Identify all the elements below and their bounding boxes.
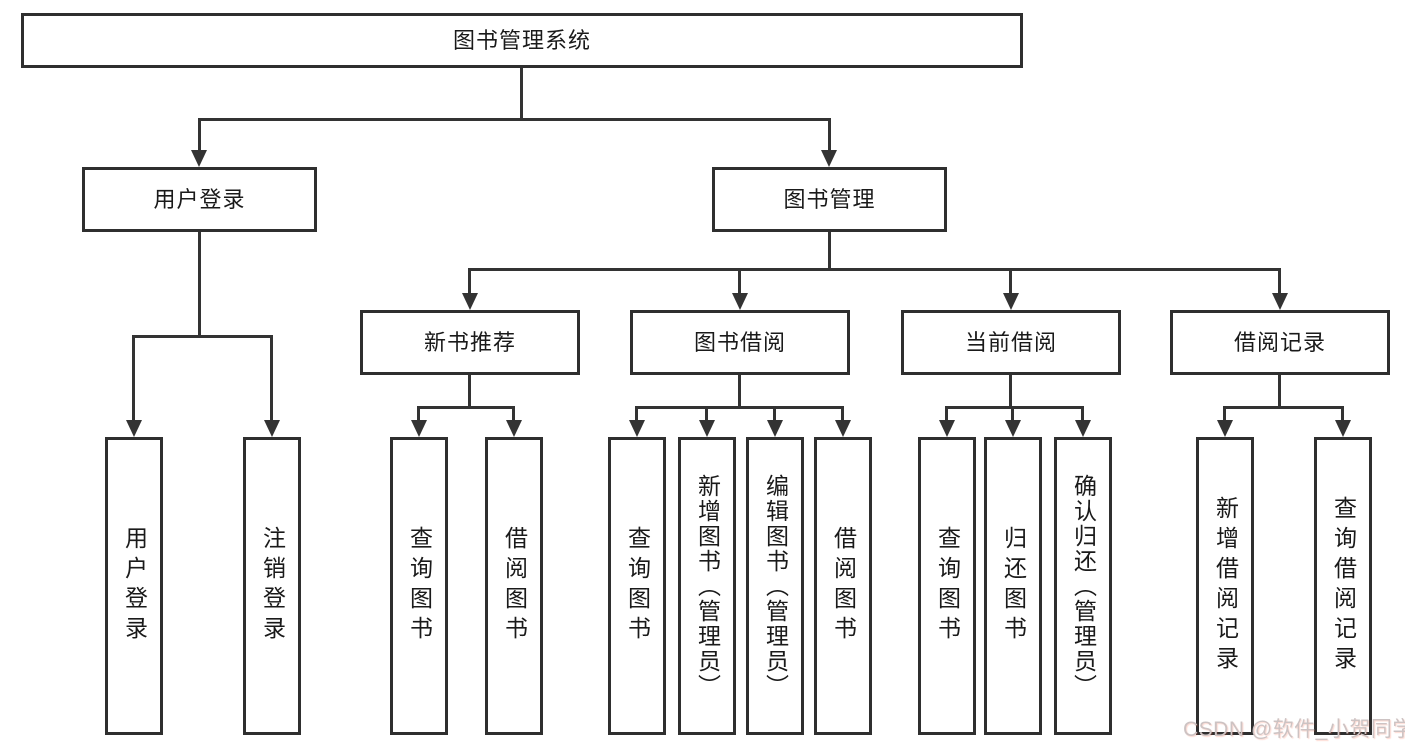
connector-line xyxy=(738,375,741,406)
arrow-down-icon xyxy=(411,420,427,437)
node-book-management: 图书管理 xyxy=(712,167,947,232)
node-borrow-books-borrowing: 借阅图书 xyxy=(814,437,872,735)
connector-line xyxy=(132,335,273,338)
node-label: 图书管理 xyxy=(783,186,876,212)
connector-line xyxy=(1009,268,1012,293)
connector-line xyxy=(1009,375,1012,406)
connector-line xyxy=(198,118,201,151)
arrow-down-icon xyxy=(732,293,748,310)
connector-line xyxy=(1341,406,1344,420)
arrow-down-icon xyxy=(835,420,851,437)
arrow-down-icon xyxy=(767,420,783,437)
connector-line xyxy=(1011,406,1014,420)
node-edit-book-admin: 编辑图书（管理员） xyxy=(746,437,804,735)
connector-line xyxy=(468,375,471,406)
connector-line xyxy=(1278,375,1281,406)
node-query-borrow-record: 查询借阅记录 xyxy=(1314,437,1372,735)
arrow-down-icon xyxy=(506,420,522,437)
connector-line xyxy=(1081,406,1084,420)
node-label: 查询图书 xyxy=(934,526,961,646)
connector-line xyxy=(705,406,708,420)
node-label: 图书管理系统 xyxy=(452,27,591,53)
node-book-management-system: 图书管理系统 xyxy=(21,13,1023,68)
node-label: 查询图书 xyxy=(624,526,651,646)
connector-line xyxy=(520,68,523,118)
node-new-book-recommend: 新书推荐 xyxy=(360,310,580,375)
node-label: 用户登录 xyxy=(121,526,148,646)
connector-line xyxy=(945,406,1084,409)
arrow-down-icon xyxy=(191,150,207,167)
node-label: 借阅图书 xyxy=(501,526,528,646)
connector-line xyxy=(512,406,515,420)
node-query-books-borrowing: 查询图书 xyxy=(608,437,666,735)
arrow-down-icon xyxy=(699,420,715,437)
node-borrow-books-recommend: 借阅图书 xyxy=(485,437,543,735)
arrow-down-icon xyxy=(629,420,645,437)
node-add-borrow-record: 新增借阅记录 xyxy=(1196,437,1254,735)
arrow-down-icon xyxy=(1003,293,1019,310)
node-label: 用户登录 xyxy=(153,186,246,212)
arrow-down-icon xyxy=(126,420,142,437)
connector-line xyxy=(635,406,638,420)
node-label: 借阅记录 xyxy=(1233,329,1326,355)
connector-line xyxy=(738,268,741,293)
connector-line xyxy=(1223,406,1226,420)
arrow-down-icon xyxy=(939,420,955,437)
arrow-down-icon xyxy=(264,420,280,437)
node-label: 借阅图书 xyxy=(830,526,857,646)
connector-line xyxy=(773,406,776,420)
connector-line xyxy=(1278,268,1281,293)
node-return-book: 归还图书 xyxy=(984,437,1042,735)
node-label: 查询图书 xyxy=(406,526,433,646)
node-confirm-return-admin: 确认归还（管理员） xyxy=(1054,437,1112,735)
connector-line xyxy=(841,406,844,420)
arrow-down-icon xyxy=(1335,420,1351,437)
node-label: 确认归还（管理员） xyxy=(1070,473,1097,699)
node-label: 新增借阅记录 xyxy=(1212,496,1239,676)
connector-line xyxy=(468,268,1281,271)
connector-line xyxy=(198,118,831,121)
arrow-down-icon xyxy=(1272,293,1288,310)
node-logout-action: 注销登录 xyxy=(243,437,301,735)
connector-line xyxy=(635,406,844,409)
connector-line xyxy=(417,406,515,409)
node-user-login-action: 用户登录 xyxy=(105,437,163,735)
node-book-borrowing: 图书借阅 xyxy=(630,310,850,375)
connector-line xyxy=(132,335,135,420)
connector-line xyxy=(417,406,420,420)
connector-line xyxy=(270,335,273,420)
connector-line xyxy=(945,406,948,420)
arrow-down-icon xyxy=(1005,420,1021,437)
connector-line xyxy=(828,118,831,151)
connector-line xyxy=(468,268,471,293)
node-label: 当前借阅 xyxy=(964,329,1057,355)
node-label: 归还图书 xyxy=(1000,526,1027,646)
node-borrow-records: 借阅记录 xyxy=(1170,310,1390,375)
arrow-down-icon xyxy=(821,150,837,167)
connector-line xyxy=(828,232,831,268)
node-label: 新增图书（管理员） xyxy=(694,473,721,699)
node-query-books-recommend: 查询图书 xyxy=(390,437,448,735)
node-user-login: 用户登录 xyxy=(82,167,317,232)
connector-line xyxy=(1223,406,1344,409)
node-current-borrowing: 当前借阅 xyxy=(901,310,1121,375)
arrow-down-icon xyxy=(1075,420,1091,437)
connector-line xyxy=(198,232,201,335)
node-label: 新书推荐 xyxy=(423,329,516,355)
node-label: 编辑图书（管理员） xyxy=(762,473,789,699)
csdn-watermark: CSDN @软件_小贺同学 xyxy=(1183,718,1405,741)
arrow-down-icon xyxy=(462,293,478,310)
arrow-down-icon xyxy=(1217,420,1233,437)
node-label: 注销登录 xyxy=(259,526,286,646)
node-query-books-current: 查询图书 xyxy=(918,437,976,735)
node-label: 图书借阅 xyxy=(693,329,786,355)
node-label: 查询借阅记录 xyxy=(1330,496,1357,676)
node-add-book-admin: 新增图书（管理员） xyxy=(678,437,736,735)
